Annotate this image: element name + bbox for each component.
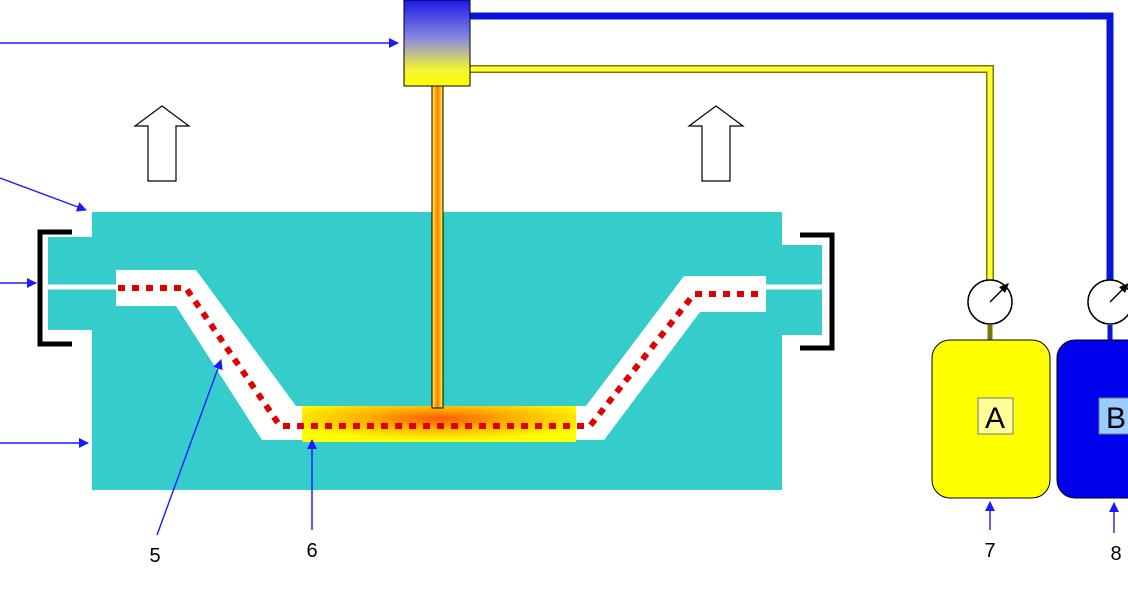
- pressure-gauge-a-icon: [967, 279, 1013, 325]
- callout-8: 8: [1110, 543, 1121, 565]
- injection-nozzle: [431, 85, 444, 409]
- mold-open-arrow-right: [687, 105, 745, 182]
- leader-lines: [0, 38, 1119, 536]
- tank-b-label: B: [1106, 402, 1126, 435]
- mixing-head: [403, 0, 471, 87]
- left-clamp: [37, 229, 72, 347]
- component-b-feed-line: [470, 12, 1114, 280]
- pressure-gauge-b-icon: [1087, 279, 1128, 325]
- leader-upper-mold: [0, 177, 87, 212]
- callout-7: 7: [984, 540, 995, 562]
- leader-fiber-preform: [156, 359, 223, 536]
- mold-cavity: [116, 270, 766, 440]
- callout-6: 6: [306, 540, 317, 562]
- right-clamp: [800, 232, 835, 351]
- component-a-feed-line-inner: [470, 66, 993, 280]
- fiber-preform: [118, 285, 764, 429]
- mold-open-arrow-left: [133, 105, 191, 182]
- tank-a-label: A: [985, 402, 1005, 435]
- mold-body: [48, 212, 782, 490]
- tank-b-label-box: [1098, 397, 1128, 435]
- tank-a-label-box: [977, 397, 1014, 435]
- callout-5: 5: [149, 545, 160, 567]
- tank-b: [1056, 339, 1128, 499]
- mold-right-flange: [780, 245, 822, 335]
